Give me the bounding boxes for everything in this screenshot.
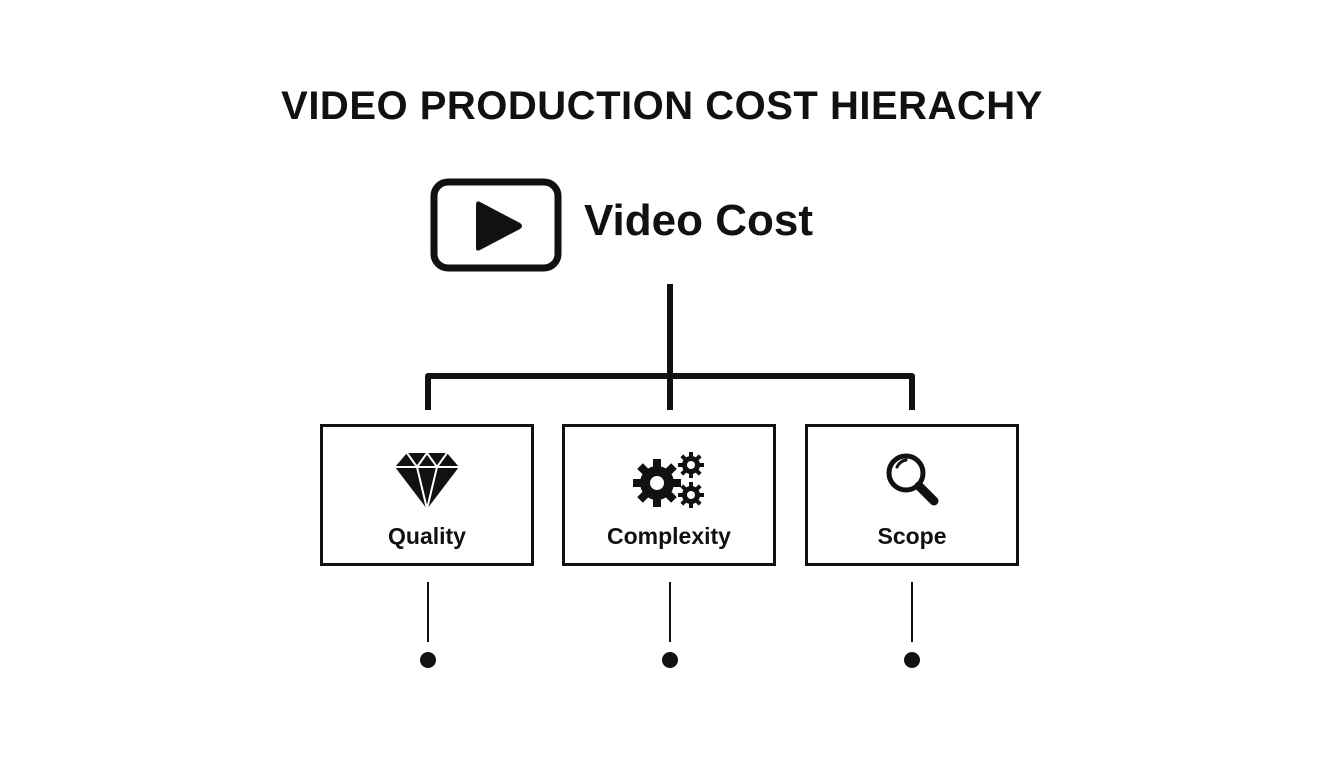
gears-icon: [633, 452, 704, 508]
leaf-dot-scope: [904, 652, 920, 668]
leaf-dot-complexity: [662, 652, 678, 668]
node-label-scope: Scope: [877, 523, 947, 549]
branch-bar: [425, 373, 915, 410]
diamond-icon: [395, 451, 459, 510]
node-quality: Quality: [320, 424, 534, 566]
magnifier-icon: [886, 453, 939, 506]
leaf-dot-quality: [420, 652, 436, 668]
root-node-label: Video Cost: [584, 196, 814, 245]
node-scope: Scope: [805, 424, 1019, 566]
play-icon: [430, 178, 562, 272]
diagram-title: VIDEO PRODUCTION COST HIERACHY: [281, 84, 1043, 128]
node-label-quality: Quality: [388, 523, 466, 549]
node-complexity: Complexity: [562, 424, 776, 566]
node-label-complexity: Complexity: [607, 523, 731, 549]
